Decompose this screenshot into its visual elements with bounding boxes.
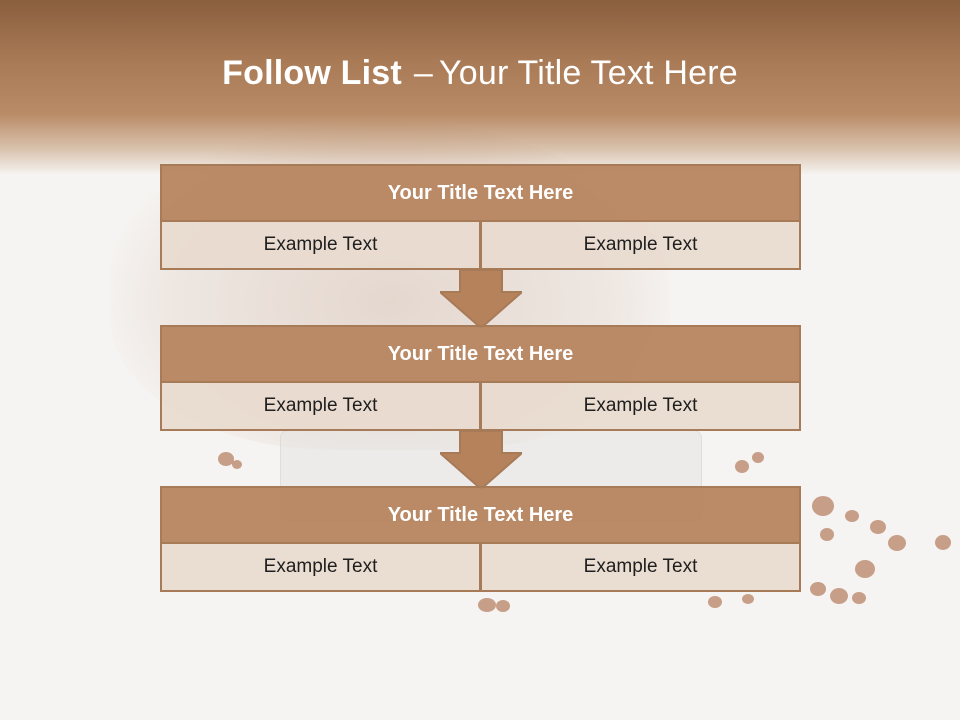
- down-arrow-icon: [440, 431, 522, 489]
- header-band: [0, 0, 960, 175]
- title-rest: Your Title Text Here: [439, 54, 738, 92]
- step-3: Your Title Text Here Example Text Exampl…: [160, 486, 801, 592]
- step-cell-left[interactable]: Example Text: [160, 381, 481, 431]
- step-cell-right[interactable]: Example Text: [480, 542, 801, 592]
- step-cell-left[interactable]: Example Text: [160, 542, 481, 592]
- step-cell-right[interactable]: Example Text: [480, 381, 801, 431]
- step-cell-right[interactable]: Example Text: [480, 220, 801, 270]
- title-separator: –: [413, 54, 434, 92]
- step-1: Your Title Text Here Example Text Exampl…: [160, 164, 801, 270]
- step-cell-left[interactable]: Example Text: [160, 220, 481, 270]
- step-header[interactable]: Your Title Text Here: [160, 325, 801, 383]
- step-header[interactable]: Your Title Text Here: [160, 486, 801, 544]
- step-2: Your Title Text Here Example Text Exampl…: [160, 325, 801, 431]
- down-arrow-icon: [440, 270, 522, 328]
- step-header[interactable]: Your Title Text Here: [160, 164, 801, 222]
- title-bold: Follow List: [222, 54, 402, 92]
- page-title: Follow List–Your Title Text Here: [0, 54, 960, 93]
